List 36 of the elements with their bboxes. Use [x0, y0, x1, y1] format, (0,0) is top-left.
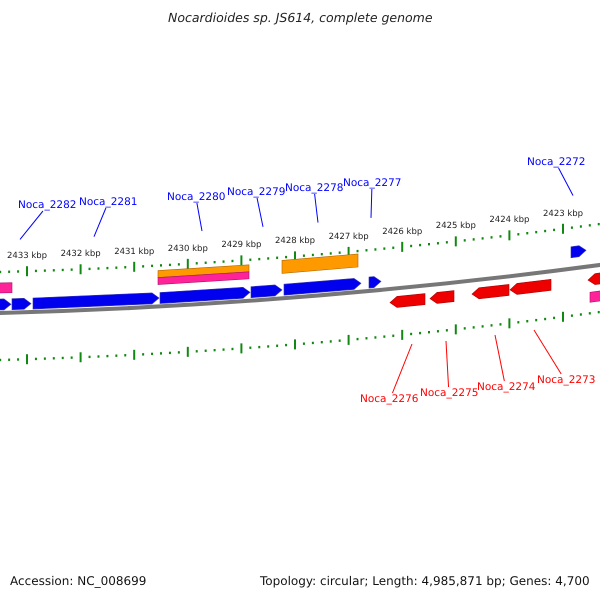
scale-label: 2427 kbp: [328, 232, 369, 243]
leader-line: [392, 344, 412, 394]
scale-label: 2425 kbp: [436, 222, 476, 232]
gene-label: Noca_2276: [360, 393, 418, 406]
leader-line: [314, 194, 318, 224]
scale-label: 2433 kbp: [7, 252, 48, 262]
gene-label: Noca_2279: [227, 186, 286, 198]
leader-line: [494, 334, 505, 382]
gene-label: Noca_2272: [527, 156, 586, 168]
title: Nocardioides sp. JS614, complete genome: [168, 11, 433, 26]
genome-info-text: Topology: circular; Length: 4,985,871 bp; Genes: 4,700: [260, 575, 590, 589]
leader-line: [558, 168, 574, 196]
scale-label: 2428 kbp: [275, 237, 316, 248]
scale-label: 2429 kbp: [221, 241, 262, 252]
gene-label: Noca_2275: [420, 387, 478, 400]
leader-line: [446, 340, 450, 388]
scale-label: 2423 kbp: [543, 210, 584, 220]
gene-label: Noca_2274: [477, 381, 536, 394]
accession-text: Accession: NC_008699: [10, 575, 146, 589]
leader-line: [20, 210, 44, 240]
leader-line: [196, 202, 202, 232]
gene-label: Noca_2282: [18, 199, 76, 212]
gene-label: Noca_2280: [167, 191, 226, 204]
scale-label: 2432 kbp: [60, 250, 101, 260]
scale-label: 2426 kbp: [382, 228, 422, 238]
gene-label: Noca_2281: [79, 196, 138, 208]
scale-label: 2431 kbp: [114, 248, 154, 258]
leader-line: [370, 188, 372, 218]
leader-line: [534, 330, 562, 374]
gene-label: Noca_2278: [285, 182, 344, 194]
scale-label: 2430 kbp: [168, 244, 208, 255]
leader-line: [256, 198, 264, 228]
gene-label: Noca_2277: [343, 177, 402, 190]
gene-label: Noca_2273: [537, 374, 596, 386]
scale-label: 2424 kbp: [489, 216, 530, 226]
leader-line: [94, 208, 106, 238]
